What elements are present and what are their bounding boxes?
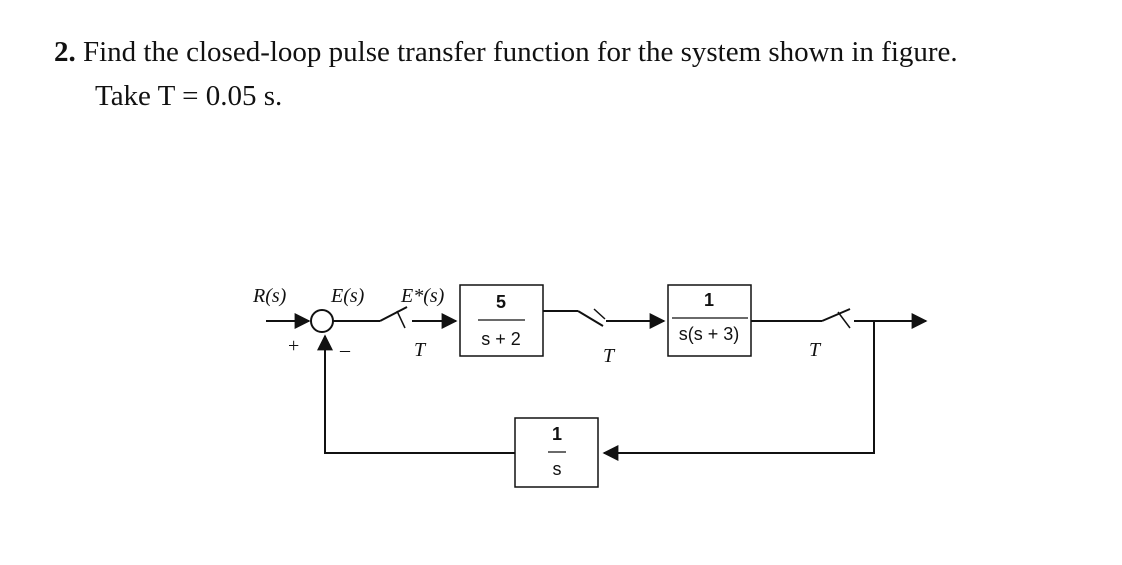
sampler-1-arrow — [396, 310, 406, 329]
sampler-1-label: T — [414, 339, 427, 361]
sampler-2-arrow — [593, 308, 606, 320]
block-h-numerator: 1 — [552, 424, 562, 444]
sampler-2-label: T — [603, 345, 616, 367]
feedback-line-left — [317, 334, 515, 454]
input-label: R(s) — [252, 285, 287, 307]
sampler-3-arrow — [837, 311, 851, 329]
block-g2-denominator: s(s + 3) — [679, 324, 740, 344]
block-g1-numerator: 5 — [496, 292, 506, 312]
question-given: Take T = 0.05 s. — [95, 80, 283, 112]
error-label: E(s) — [330, 285, 365, 307]
plus-sign: + — [288, 335, 299, 357]
question-statement: Find the closed-loop pulse transfer func… — [83, 36, 958, 68]
question-text: 2. Find the closed-loop pulse transfer f… — [54, 30, 958, 118]
block-g1-denominator: s + 2 — [481, 329, 521, 349]
sampled-error-label: E*(s) — [400, 285, 445, 307]
block-g2 — [667, 284, 752, 357]
sampler-3-switch — [821, 308, 851, 322]
sampler-2-switch — [577, 310, 604, 327]
minus-sign: – — [339, 339, 351, 361]
feedback-line-right — [602, 321, 875, 461]
question-number: 2. — [54, 36, 76, 68]
block-h-denominator: s — [553, 459, 562, 479]
block-g2-numerator: 1 — [704, 290, 714, 310]
sampler-1-switch — [379, 306, 408, 322]
sampler-3-label: T — [809, 339, 822, 361]
summing-junction — [310, 309, 334, 333]
